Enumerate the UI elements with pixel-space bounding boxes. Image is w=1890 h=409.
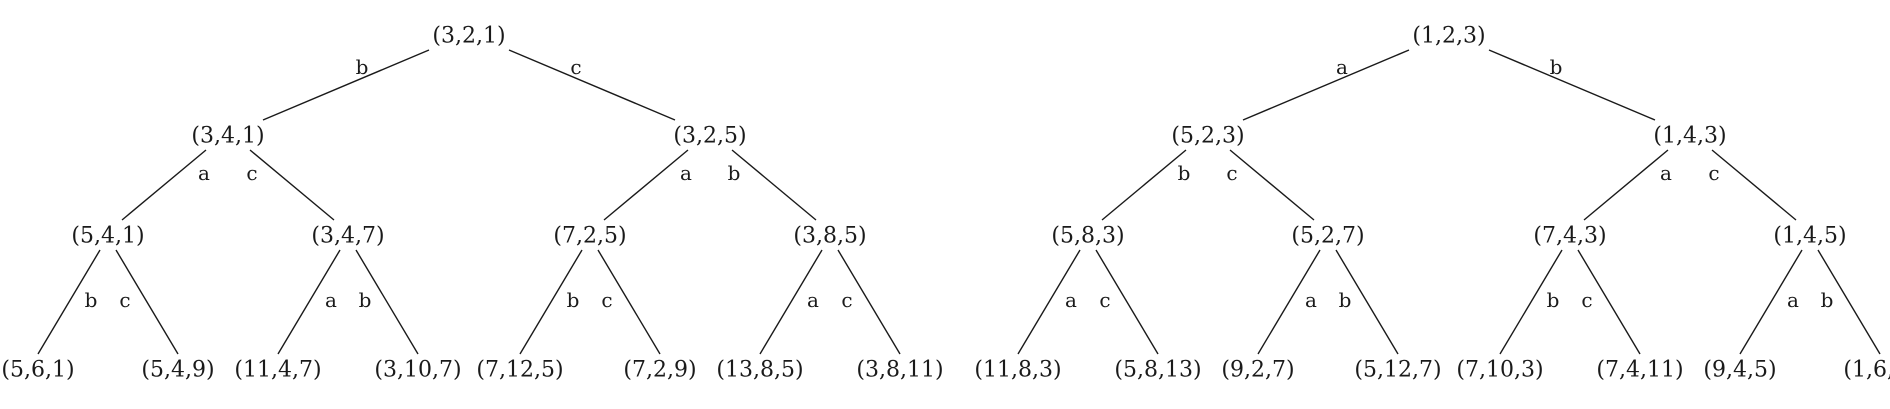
edge-label: a (1305, 288, 1317, 312)
edge-label: a (198, 161, 210, 185)
tree-node: (7,2,9) (623, 358, 696, 383)
tree-edge (121, 149, 207, 221)
tree-node: (3,4,1) (191, 124, 264, 149)
tree-edge (1101, 149, 1187, 221)
tree-edge (1095, 249, 1159, 355)
tree-edge (1499, 249, 1563, 355)
tree-node: (7,4,3) (1533, 224, 1606, 249)
tree-node: (3,2,1) (432, 24, 505, 49)
tree-edge (355, 249, 419, 355)
tree-node: (9,4,5) (1703, 358, 1776, 383)
edge-label: a (1065, 288, 1077, 312)
tree-edge (1257, 249, 1321, 355)
tree-edge (1017, 249, 1081, 355)
tree-node: (5,4,1) (71, 224, 144, 249)
edge-label: b (359, 288, 372, 312)
tree-edge (37, 249, 101, 355)
tree-edge (277, 249, 341, 355)
tree-node: (1,4,5) (1773, 224, 1846, 249)
tree-node: (5,8,13) (1114, 358, 1201, 383)
tree-edge (1583, 149, 1669, 221)
edge-label: b (728, 161, 741, 185)
tree-node: (5,12,7) (1354, 358, 1441, 383)
tree-edge (759, 249, 823, 355)
tree-edge (597, 249, 661, 355)
tree-edge (1335, 249, 1399, 355)
tree-edge (1229, 149, 1315, 221)
tree-node: (11,4,7) (234, 358, 321, 383)
tree-edge (249, 149, 335, 221)
edge-label: c (1581, 288, 1592, 312)
tree-node: (1,2,3) (1412, 24, 1485, 49)
edge-label: c (119, 288, 130, 312)
tree-node: (11,8,3) (974, 358, 1061, 383)
tree-edge (1242, 49, 1410, 121)
tree-edge (731, 149, 817, 221)
tree-edge (115, 249, 179, 355)
edge-label: a (1336, 55, 1348, 79)
edge-label: c (246, 161, 257, 185)
tree-edge (1739, 249, 1803, 355)
tree-node: (5,2,7) (1291, 224, 1364, 249)
tree-node: (3,10,7) (374, 358, 461, 383)
tree-edge (1488, 49, 1656, 121)
tree-node: (3,8,5) (793, 224, 866, 249)
tree-node: (1,6,5) (1843, 358, 1890, 383)
tree-node: (5,8,3) (1051, 224, 1124, 249)
edge-label: c (1226, 161, 1237, 185)
tree-edge (1817, 249, 1881, 355)
tree-node: (3,8,11) (856, 358, 943, 383)
tree-edges (37, 49, 1881, 355)
edge-label: b (567, 288, 580, 312)
tree-node: (7,12,5) (476, 358, 563, 383)
tree-node: (1,4,3) (1653, 124, 1726, 149)
tree-node: (7,10,3) (1456, 358, 1543, 383)
edge-label: a (807, 288, 819, 312)
tree-edge (262, 49, 430, 121)
tree-node: (9,2,7) (1221, 358, 1294, 383)
tree-edge (508, 49, 676, 121)
edge-label: b (356, 55, 369, 79)
edge-label: c (570, 55, 581, 79)
tree-node: (3,4,7) (311, 224, 384, 249)
edge-label: a (1660, 161, 1672, 185)
edge-label: b (1550, 55, 1563, 79)
edge-label: b (1821, 288, 1834, 312)
tree-node: (5,2,3) (1171, 124, 1244, 149)
tree-node: (7,4,11) (1596, 358, 1683, 383)
tree-node: (3,2,5) (673, 124, 746, 149)
tree-labels: (3,2,1) b (3,4,1) a (5,4,1) b (5,6,1) c (5,4,9) c… (1, 24, 1890, 383)
edge-label: a (1787, 288, 1799, 312)
edge-label: c (1099, 288, 1110, 312)
edge-label: c (1708, 161, 1719, 185)
tree-node: (5,6,1) (1, 358, 74, 383)
tree-edge (837, 249, 901, 355)
tree-edge (1711, 149, 1797, 221)
edge-label: c (601, 288, 612, 312)
tree-node: (7,2,5) (553, 224, 626, 249)
edge-label: b (1547, 288, 1560, 312)
edge-label: c (841, 288, 852, 312)
edge-label: b (1339, 288, 1352, 312)
tree-edge (519, 249, 583, 355)
tree-edge (1577, 249, 1641, 355)
tree-edge (603, 149, 689, 221)
edge-label: a (680, 161, 692, 185)
edge-label: b (1178, 161, 1191, 185)
tree-node: (5,4,9) (141, 358, 214, 383)
edge-label: b (85, 288, 98, 312)
tree-node: (13,8,5) (716, 358, 803, 383)
edge-label: a (325, 288, 337, 312)
